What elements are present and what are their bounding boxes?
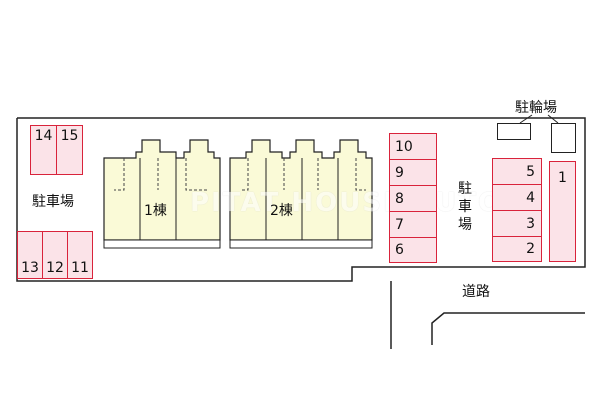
parking-slot-11: 11 [67, 231, 93, 279]
parking-label-left: 駐車場 [32, 194, 74, 210]
parking-slot-2: 2 [492, 236, 542, 262]
bike-rack-2 [551, 123, 576, 153]
parking-slot-9: 9 [389, 159, 437, 186]
bike-parking-label: 駐輪場 [515, 100, 557, 116]
building-1 [103, 139, 221, 249]
parking-slot-12: 12 [42, 231, 68, 279]
watermark: PITAT HOUSE AUTO [190, 188, 503, 218]
parking-slot-8: 8 [389, 185, 437, 212]
parking-slot-13: 13 [17, 231, 43, 279]
parking-slot-10: 10 [389, 133, 437, 160]
bike-rack-1 [497, 123, 531, 140]
road-label: 道路 [462, 284, 490, 300]
building-1-label: 1棟 [144, 203, 167, 219]
parking-label-right: 駐車場 [458, 181, 472, 233]
parking-slot-7: 7 [389, 211, 437, 238]
parking-slot-1: 1 [549, 161, 576, 262]
lot-boundary [16, 117, 586, 282]
road-curb [431, 312, 585, 345]
parking-slot-5: 5 [492, 158, 542, 185]
parking-slot-6: 6 [389, 237, 437, 263]
parking-slot-3: 3 [492, 210, 542, 237]
building-2 [229, 139, 373, 249]
parking-slot-4: 4 [492, 184, 542, 211]
building-2-label: 2棟 [270, 203, 293, 219]
parking-slot-15: 15 [56, 125, 83, 175]
parking-slot-14: 14 [30, 125, 57, 175]
